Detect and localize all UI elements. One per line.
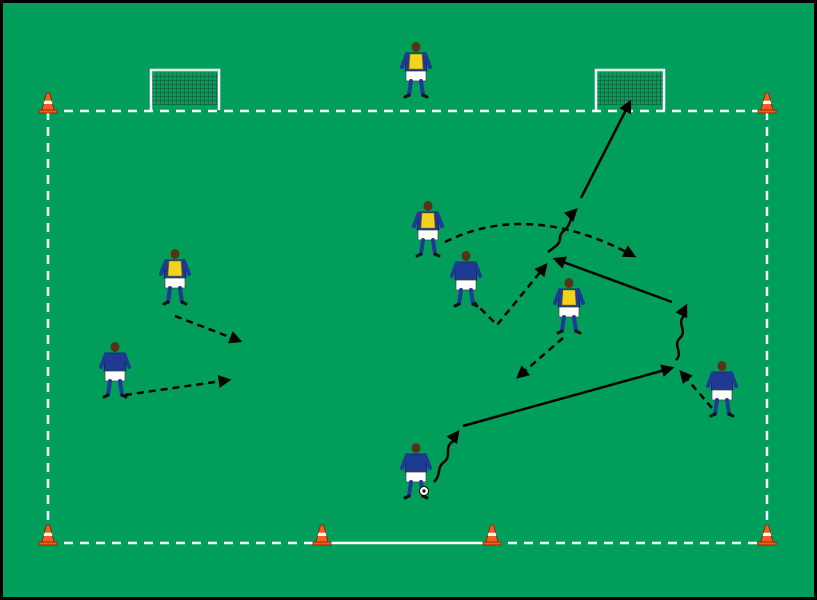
ball — [419, 486, 429, 496]
pass-arrow-right — [552, 256, 673, 304]
field-boundary — [46, 109, 769, 545]
mini-goal-right — [594, 68, 666, 110]
dribble-arrow-right — [675, 303, 688, 361]
dribble-arrow-bottom — [433, 429, 460, 483]
pass-arrow-goal — [579, 99, 632, 199]
pass-arrow-bottom — [462, 364, 675, 428]
run-arrow-center-blue — [471, 262, 548, 327]
pitch-field — [3, 3, 814, 597]
mini-goal-left — [149, 68, 221, 110]
dribble-arrow-center — [547, 208, 578, 254]
run-arrow-center-bib — [516, 337, 564, 379]
run-arrow-right-blue — [679, 370, 713, 409]
run-arrow-arc — [444, 222, 637, 258]
run-arrow-left-blue — [124, 375, 232, 397]
